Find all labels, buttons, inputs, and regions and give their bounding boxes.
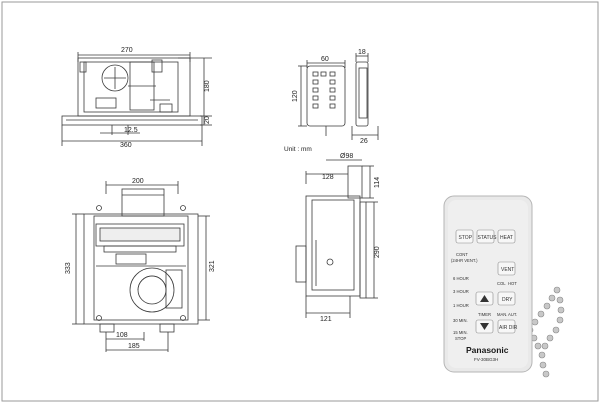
vent-button-label: VENT (501, 267, 514, 273)
controller-view (298, 53, 379, 140)
brand-logo: Panasonic (466, 345, 509, 355)
dim-duct-height: 114 (374, 177, 381, 188)
unit-note: Unit : mm (284, 146, 312, 153)
air-dir-button-label: AIR DIR (499, 325, 518, 331)
air-dir-button[interactable] (497, 319, 516, 334)
vent-button[interactable] (497, 261, 516, 276)
dim-inner-height: 321 (209, 260, 216, 272)
dim-bottom-total: 185 (128, 343, 140, 350)
dim-bottom-left: 108 (116, 332, 128, 339)
remote-chain (526, 286, 565, 378)
dim-duct-offset: 128 (322, 174, 334, 181)
dim-controller-width: 60 (321, 56, 329, 63)
timer-1h-label: 1 HOUR (453, 303, 469, 308)
timer-3h-label: 3 HOUR (453, 289, 469, 294)
side-view (295, 159, 378, 318)
heat-button-label: HEAT (500, 235, 513, 241)
dim-offset: 12.5 (124, 127, 138, 134)
stop-button[interactable] (455, 229, 474, 244)
dim-top-height: 180 (204, 80, 211, 92)
up-arrow-icon (480, 295, 489, 302)
aut-label: AUT. (508, 312, 517, 317)
dry-button-label: DRY (502, 297, 513, 303)
timer-6h-label: 6 HOUR (453, 276, 469, 281)
cont-label: CONT (456, 252, 468, 257)
dry-button[interactable] (497, 291, 516, 306)
dim-controller-side: 26 (360, 138, 368, 145)
dim-flange-height: 20 (204, 116, 211, 124)
hot-label: HOT (508, 281, 517, 286)
status-button[interactable] (476, 229, 495, 244)
heat-button[interactable] (497, 229, 516, 244)
remote-control: STOP STATUS HEAT CONT (24HR VENT.) VENT … (443, 195, 565, 378)
dim-controller-height: 120 (292, 90, 299, 102)
stop-button-label: STOP (459, 235, 473, 241)
timer-label: TIMER (478, 312, 491, 317)
front-view (72, 181, 210, 352)
down-arrow-icon (480, 323, 489, 330)
dim-controller-depth: 18 (358, 49, 366, 56)
dim-top-width: 270 (121, 47, 133, 54)
dim-overall-height: 333 (65, 262, 72, 274)
timer-15m-label: 15 MIN. (453, 330, 468, 335)
dim-body-height: 290 (374, 246, 381, 258)
dim-overall-width: 360 (120, 142, 132, 149)
dim-duct-width: 200 (132, 178, 144, 185)
timer-stop-label: STOP (455, 336, 467, 341)
timer-30m-label: 30 MIN. (453, 318, 468, 323)
man-label: MAN. (497, 312, 507, 317)
status-button-label: STATUS (478, 235, 498, 241)
cont-sub-label: (24HR VENT.) (451, 258, 478, 263)
top-unit-view (61, 52, 212, 146)
dim-duct-diameter: Ø98 (340, 153, 353, 160)
col-label: COL (497, 281, 506, 286)
dim-bottom-width: 121 (320, 316, 332, 323)
model-number: FV-30BG3H (474, 357, 498, 362)
